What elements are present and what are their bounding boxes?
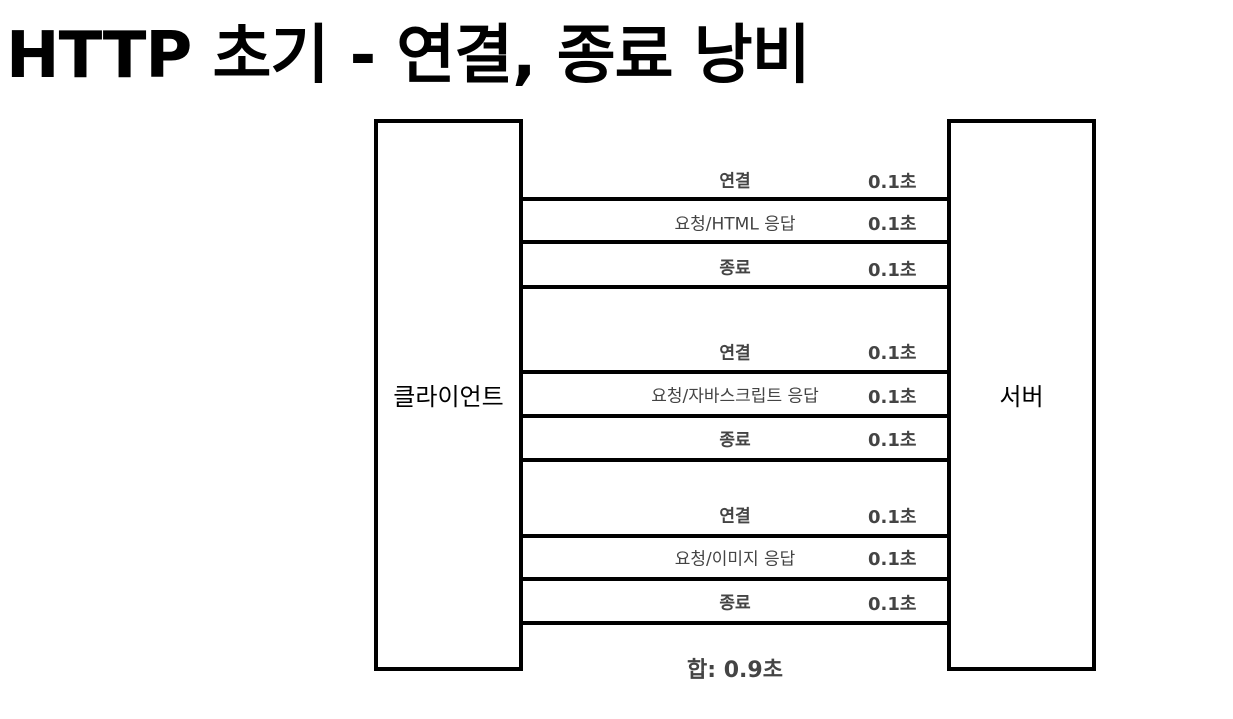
total-time: 합: 0.9초 (687, 658, 783, 683)
step-label: 요청/자바스크립트 응답 (651, 386, 819, 407)
step-label: 종료 (719, 258, 751, 279)
step-time: 0.1초 (868, 343, 917, 364)
step-label: 연결 (719, 171, 751, 192)
client-label: 클라이언트 (393, 383, 504, 411)
line-request-2 (521, 414, 949, 418)
step-label: 요청/이미지 응답 (674, 549, 796, 570)
line-connect-3 (521, 534, 949, 538)
step-time: 0.1초 (868, 507, 917, 528)
step-time: 0.1초 (868, 430, 917, 451)
server-box: 서버 (947, 119, 1096, 671)
step-time: 0.1초 (868, 594, 917, 615)
line-connect-2 (521, 370, 949, 374)
step-time: 0.1초 (868, 172, 917, 193)
line-close-3 (521, 621, 949, 625)
step-time: 0.1초 (868, 387, 917, 408)
step-time: 0.1초 (868, 549, 917, 570)
step-label: 연결 (719, 506, 751, 527)
page-title: HTTP 초기 - 연결, 종료 낭비 (6, 19, 811, 93)
step-time: 0.1초 (868, 214, 917, 235)
step-label: 연결 (719, 343, 751, 364)
line-connect-1 (521, 197, 949, 201)
line-close-2 (521, 458, 949, 462)
line-close-1 (521, 285, 949, 289)
line-request-3 (521, 577, 949, 581)
step-label: 종료 (719, 430, 751, 451)
server-label: 서버 (999, 383, 1044, 411)
client-box: 클라이언트 (374, 119, 523, 671)
step-label: 종료 (719, 593, 751, 614)
line-request-1 (521, 240, 949, 244)
step-label: 요청/HTML 응답 (674, 214, 796, 235)
step-time: 0.1초 (868, 260, 917, 281)
